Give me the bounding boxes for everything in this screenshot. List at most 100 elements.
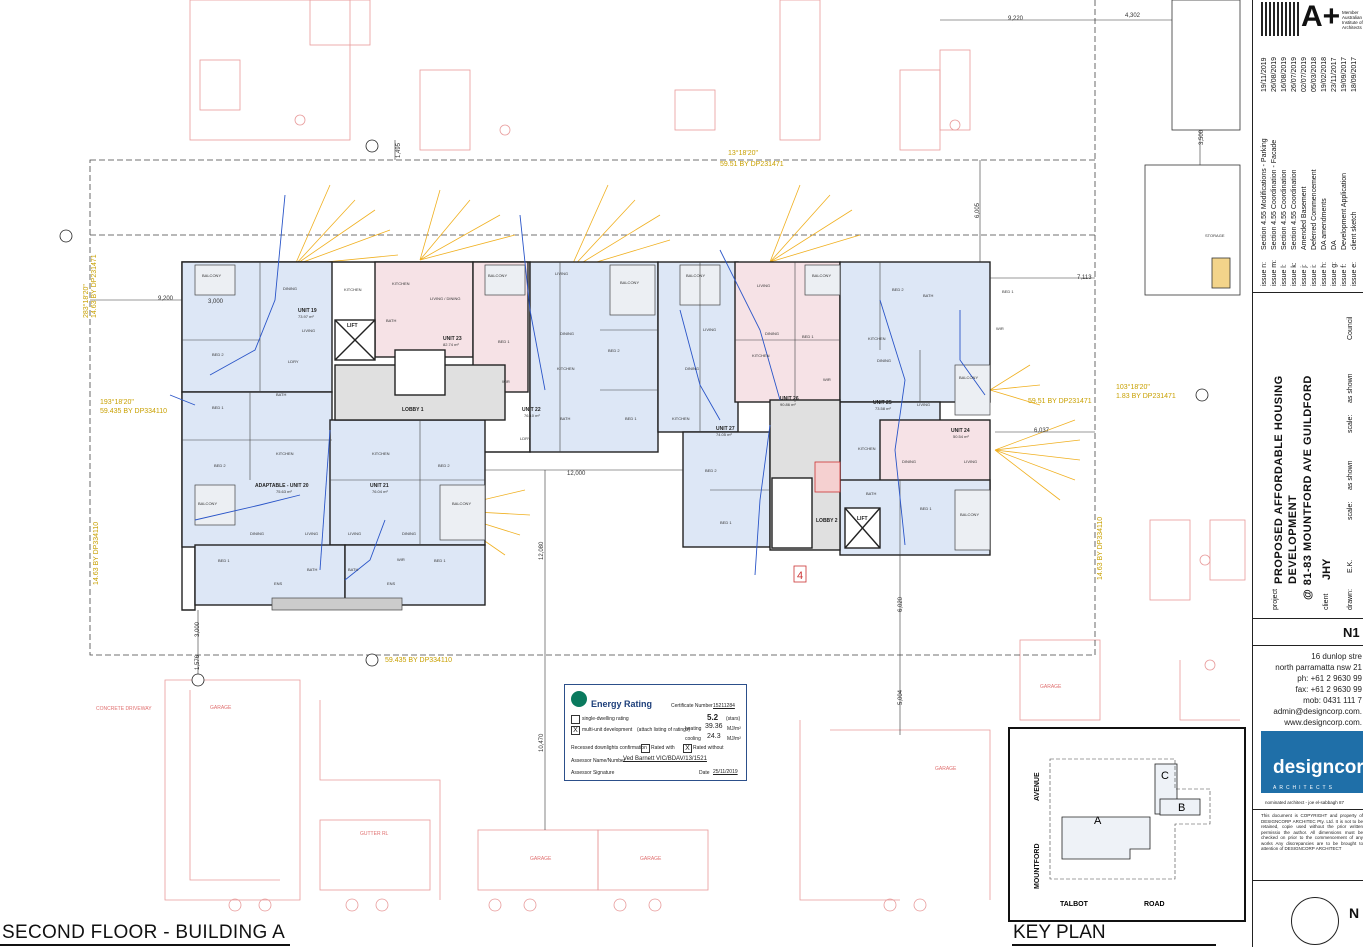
neighbouring-buildings	[164, 0, 1246, 912]
svg-text:BALCONY: BALCONY	[960, 512, 979, 517]
svg-text:BALCONY: BALCONY	[202, 273, 221, 278]
issue-e-date: 18/09/2017	[1351, 56, 1358, 92]
scale-label-1: scale:	[1347, 501, 1354, 520]
svg-text:KITCHEN: KITCHEN	[858, 446, 876, 451]
svg-text:50.54 m²: 50.54 m²	[953, 434, 969, 439]
svg-text:UNIT 26: UNIT 26	[780, 396, 799, 402]
room-labels: BALCONY DINING KITCHEN LIVING BED 2 BED …	[198, 271, 1014, 586]
heating-value: 39.36	[705, 723, 723, 730]
svg-text:ADAPTABLE - UNIT 20: ADAPTABLE - UNIT 20	[255, 483, 309, 489]
interior-walls	[182, 262, 921, 555]
svg-text:DINING: DINING	[877, 358, 891, 363]
svg-text:GARAGE: GARAGE	[530, 856, 552, 862]
dimension-texts: 9,220 4,302 9,200 12,000 7,113 6,037 3,0…	[158, 13, 1141, 477]
svg-text:WIR: WIR	[397, 557, 405, 562]
issue-j-code: issue j:	[1301, 264, 1308, 286]
svg-text:LIFT: LIFT	[347, 323, 358, 329]
svg-text:ENS: ENS	[387, 581, 396, 586]
svg-text:LDRY: LDRY	[288, 359, 299, 364]
svg-text:WIR: WIR	[996, 326, 1004, 331]
unit-labels: UNIT 19 73.97 m² UNIT 23 82.74 m² UNIT 2…	[255, 308, 970, 494]
svg-text:BALCONY: BALCONY	[198, 501, 217, 506]
office-phone: ph: +61 2 9630 99	[1297, 674, 1362, 683]
svg-text:3,000: 3,000	[195, 621, 201, 637]
title-block: A+ Member Australian Institute of Archit…	[1252, 0, 1363, 947]
svg-text:10,470: 10,470	[539, 733, 545, 752]
issue-k-desc: Section 4.55 Coordination	[1291, 169, 1298, 250]
multi-note: (attach listing of ratings)	[637, 727, 691, 733]
issue-n-desc: Section 4.55 Modifications - Parking	[1261, 138, 1268, 250]
svg-text:BATH: BATH	[923, 293, 933, 298]
client-value: JHY	[1321, 558, 1333, 580]
svg-text:BED 1: BED 1	[212, 405, 224, 410]
neighbour-labels: CONCRETE DRIVEWAY GARAGE GUTTER RL GARAG…	[96, 684, 1062, 862]
svg-text:4,302: 4,302	[1125, 13, 1141, 19]
aia-logo-icon	[1261, 2, 1301, 36]
svg-text:LIVING: LIVING	[964, 459, 977, 464]
aia-a-plus-icon: A+	[1301, 0, 1341, 33]
svg-text:KITCHEN: KITCHEN	[752, 353, 770, 358]
svg-text:LIVING: LIVING	[305, 531, 318, 536]
cert-label: Certificate Number	[671, 703, 713, 709]
svg-text:BALCONY: BALCONY	[452, 501, 471, 506]
svg-text:193°18'20": 193°18'20"	[100, 398, 134, 406]
svg-text:4: 4	[797, 570, 803, 582]
downlights-label: Recessed downlights confirmation	[571, 745, 647, 751]
date-label: Date	[699, 770, 710, 776]
svg-text:7,113: 7,113	[1077, 275, 1092, 281]
svg-text:BED 1: BED 1	[218, 558, 230, 563]
balconies	[194, 264, 991, 611]
svg-text:6,037: 6,037	[1034, 428, 1050, 434]
issue-g-date: 23/11/2017	[1331, 57, 1338, 92]
svg-text:LIVING: LIVING	[555, 271, 568, 276]
svg-text:59.51 BY DP231471: 59.51 BY DP231471	[720, 161, 784, 168]
svg-text:DINING: DINING	[250, 531, 264, 536]
issue-g-desc: DA	[1331, 240, 1338, 250]
svg-text:BED 1: BED 1	[434, 558, 446, 563]
svg-text:KITCHEN: KITCHEN	[557, 366, 575, 371]
svg-text:LOBBY 1: LOBBY 1	[402, 407, 424, 413]
svg-text:12,080: 12,080	[539, 541, 545, 560]
multi-label: multi-unit development	[582, 727, 633, 733]
svg-text:DINING: DINING	[765, 331, 779, 336]
svg-text:BALCONY: BALCONY	[812, 273, 831, 278]
svg-text:KITCHEN: KITCHEN	[392, 281, 410, 286]
issue-h-desc: DA amendments	[1321, 198, 1328, 250]
svg-text:3,000: 3,000	[208, 299, 224, 305]
issue-n-date: 19/11/2019	[1261, 57, 1268, 92]
svg-text:UNIT 25: UNIT 25	[873, 400, 892, 406]
single-checkbox	[571, 715, 580, 724]
energy-logo-icon	[571, 691, 587, 707]
issue-i-date: 05/03/2018	[1311, 56, 1318, 92]
nominated-architect: nominated architect - joe el-sabbagh 87	[1265, 800, 1345, 805]
svg-text:DINING: DINING	[283, 286, 297, 291]
svg-text:UNIT 22: UNIT 22	[522, 407, 541, 413]
survey-markers	[59, 139, 1209, 687]
svg-text:14.63 BY DP334110: 14.63 BY DP334110	[93, 522, 100, 585]
multi-checkbox: X	[571, 726, 580, 735]
cert-number: 15211284	[713, 703, 735, 709]
svg-text:14.63 BY DP334110: 14.63 BY DP334110	[1097, 517, 1104, 580]
svg-text:LDRY: LDRY	[520, 436, 531, 441]
svg-text:UNIT 19: UNIT 19	[298, 308, 317, 314]
svg-text:DINING: DINING	[685, 366, 699, 371]
office-fax: fax: +61 2 9630 99	[1295, 685, 1363, 694]
top-right-building: STORAGE	[1144, 0, 1241, 296]
svg-text:283°18'20": 283°18'20"	[82, 284, 90, 318]
svg-text:GARAGE: GARAGE	[935, 766, 957, 772]
svg-text:KITCHEN: KITCHEN	[868, 336, 886, 341]
svg-text:BATH: BATH	[386, 318, 396, 323]
issue-n-code: issue n:	[1261, 261, 1268, 286]
svg-text:75.63 m²: 75.63 m²	[276, 489, 292, 494]
svg-text:BED 1: BED 1	[625, 416, 637, 421]
scale-value-1: as shown	[1347, 460, 1354, 490]
issue-e-code: issue e:	[1351, 261, 1358, 286]
heating-label: heating	[685, 726, 702, 732]
vertical-dimension-texts: 1,495 6,005 3,500 12,080 10,470 6,020 5,…	[195, 129, 1205, 752]
key-street-mountford: MOUNTFORD	[1034, 843, 1041, 890]
svg-text:BED 1: BED 1	[498, 339, 510, 344]
key-building-b: B	[1178, 802, 1186, 814]
svg-text:LOBBY 2: LOBBY 2	[816, 518, 838, 524]
svg-text:BATH: BATH	[276, 392, 286, 397]
svg-text:BATH: BATH	[307, 567, 317, 572]
